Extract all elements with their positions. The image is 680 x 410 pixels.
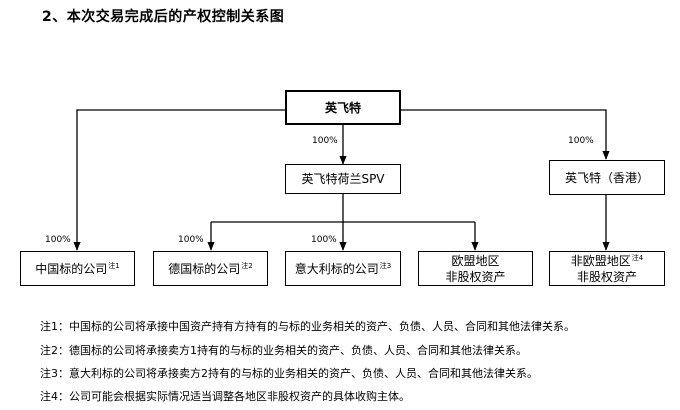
entity-noneu-line1: 非欧盟地区 — [570, 253, 631, 268]
note-3: 注3：意大利标的公司将承接卖方2持有的与标的业务相关的资产、负债、人员、合同和其… — [40, 367, 538, 380]
note-2: 注2：德国标的公司将承接卖方1持有的与标的业务相关的资产、负债、人员、合同和其他… — [40, 344, 527, 357]
edge-parent-hk — [401, 109, 610, 160]
entity-eu-line1: 欧盟地区 — [451, 253, 500, 268]
entity-italy: 意大利标的公司注3 — [285, 251, 401, 286]
pct-parent-hk: 100% — [568, 136, 594, 146]
entity-eu-non-equity: 欧盟地区 非股权资产 — [418, 251, 533, 286]
entity-non-eu-non-equity: 非欧盟地区注4 非股权资产 — [549, 251, 665, 286]
entity-china-note: 注1 — [108, 261, 120, 270]
diagram-heading: 2、本次交易完成后的产权控制关系图 — [42, 9, 285, 25]
pct-parent-spv: 100% — [312, 136, 338, 146]
entity-parent: 英飞特 — [285, 90, 401, 125]
entity-hk-label: 英飞特（香港） — [564, 170, 649, 185]
entity-parent-label: 英飞特 — [324, 100, 361, 115]
pct-parent-china: 100% — [45, 235, 71, 245]
entity-germany-note: 注2 — [241, 261, 253, 270]
pct-spv-italy: 100% — [311, 235, 337, 245]
entity-hk: 英飞特（香港） — [549, 160, 665, 195]
entity-germany: 德国标的公司注2 — [153, 251, 268, 286]
note-4: 注4：公司可能会根据实际情况适当调整各地区非股权资产的具体收购主体。 — [40, 390, 410, 403]
entity-eu-line2: 非股权资产 — [445, 269, 506, 284]
edge-parent-china — [73, 109, 285, 251]
entity-noneu-line2: 非股权资产 — [576, 269, 637, 284]
entity-spv-label: 英飞特荷兰SPV — [301, 172, 385, 186]
entity-china-label: 中国标的公司 — [35, 261, 108, 276]
entity-germany-label: 德国标的公司 — [168, 261, 241, 276]
entity-italy-label: 意大利标的公司 — [294, 261, 379, 276]
pct-spv-germany: 100% — [178, 235, 204, 245]
entity-noneu-note: 注4 — [631, 253, 644, 262]
note-1: 注1：中国标的公司将承接中国资产持有方持有的与标的业务相关的资产、负债、人员、合… — [40, 320, 575, 333]
entity-italy-note: 注3 — [379, 261, 392, 270]
entity-spv: 英飞特荷兰SPV — [285, 164, 401, 194]
entity-china: 中国标的公司注1 — [20, 251, 135, 286]
